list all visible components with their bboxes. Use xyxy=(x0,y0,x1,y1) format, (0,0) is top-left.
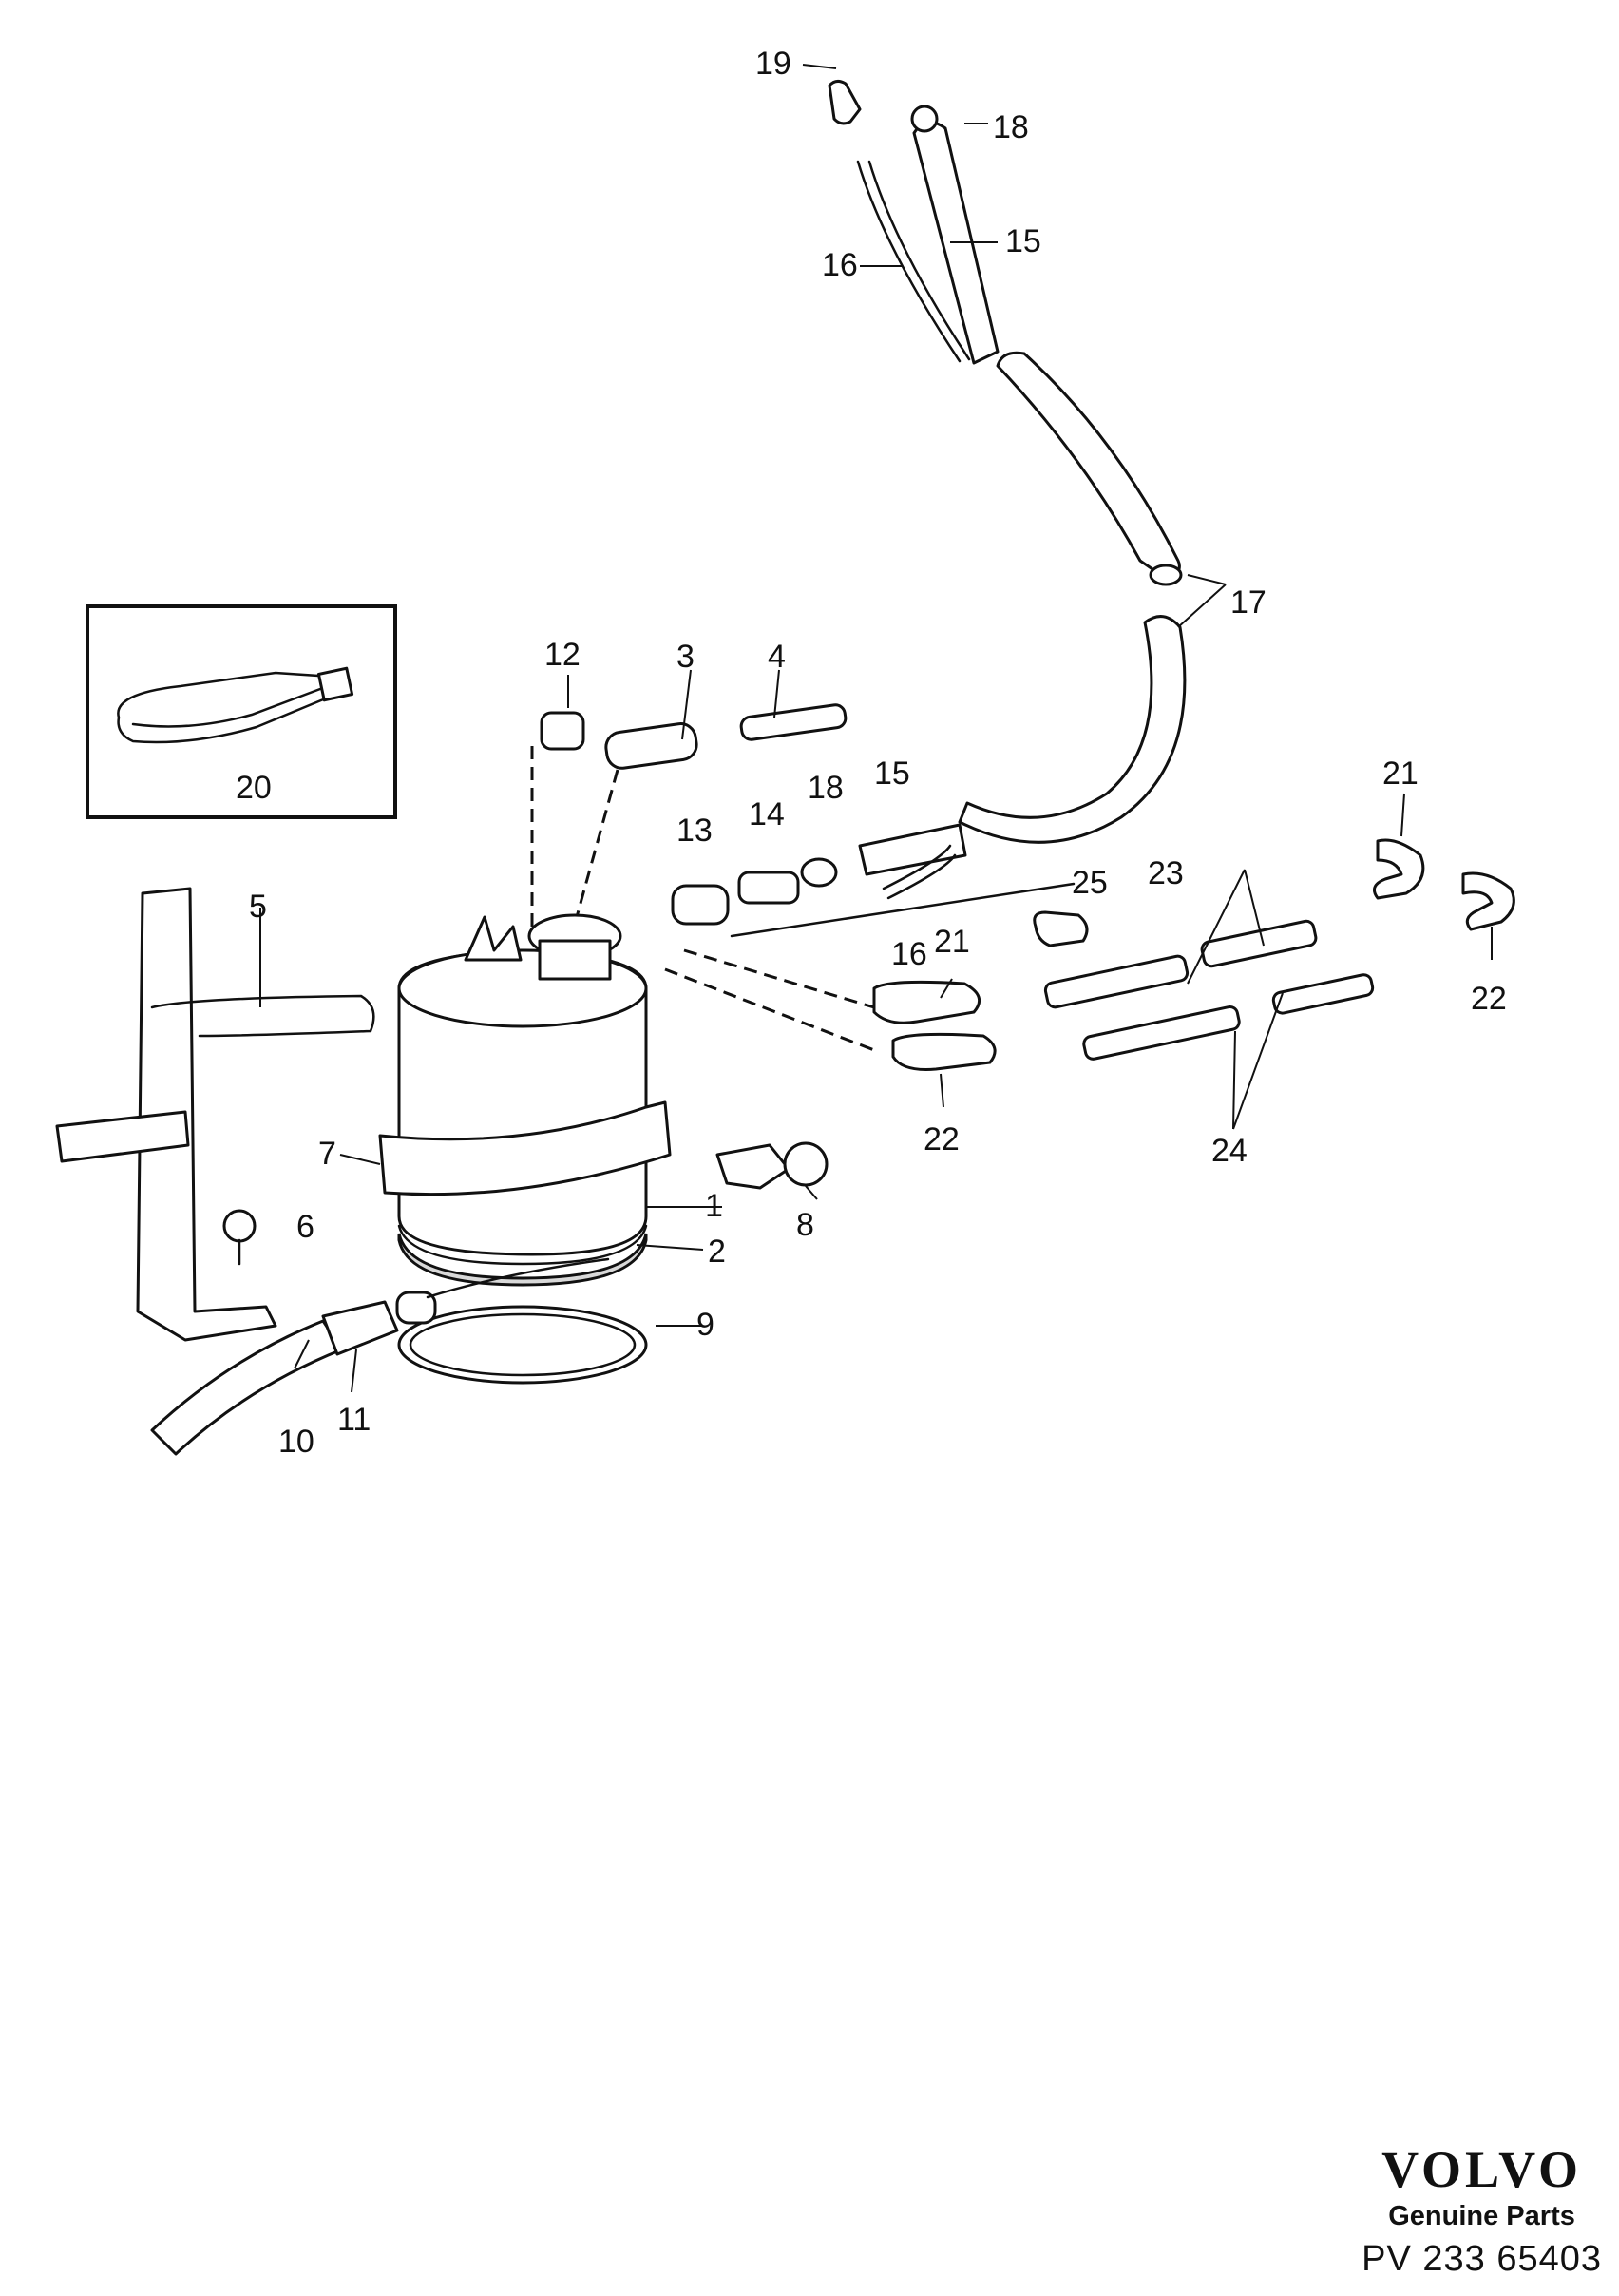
callout-9: 9 xyxy=(696,1307,714,1343)
vent-hoses-upper xyxy=(828,79,1187,844)
callout-19: 19 xyxy=(755,46,791,82)
callout-16-upper: 16 xyxy=(822,247,858,283)
callout-8: 8 xyxy=(796,1207,814,1243)
bracket-and-clamps xyxy=(55,887,829,1342)
callout-13: 13 xyxy=(676,813,713,849)
callout-12: 12 xyxy=(544,637,581,673)
callout-23: 23 xyxy=(1148,855,1184,891)
callout-7: 7 xyxy=(318,1136,336,1172)
plate-number: PV 233 65403 xyxy=(1362,2239,1602,2279)
callout-18-lower: 18 xyxy=(808,770,844,806)
callout-3: 3 xyxy=(676,639,695,675)
callout-15-upper: 15 xyxy=(1005,223,1041,259)
callout-18-upper: 18 xyxy=(993,109,1029,145)
callout-21-left: 21 xyxy=(934,924,970,960)
callout-5: 5 xyxy=(249,889,267,925)
callout-22-left: 22 xyxy=(924,1121,960,1158)
tube-parts-3-4-12 xyxy=(530,703,848,942)
volvo-logo: VOLVO xyxy=(1381,2141,1582,2198)
callout-20: 20 xyxy=(236,770,272,806)
callout-24: 24 xyxy=(1211,1133,1248,1169)
callout-4: 4 xyxy=(768,639,786,675)
callout-16-lower: 16 xyxy=(891,936,927,972)
inset-strap-detail xyxy=(86,604,397,819)
callout-1: 1 xyxy=(705,1188,723,1224)
callout-11: 11 xyxy=(337,1402,371,1438)
callout-17: 17 xyxy=(1230,584,1267,621)
vent-hoses-right xyxy=(664,838,1515,1071)
callout-numbers: 19 18 15 16 17 12 3 4 20 13 14 18 15 16 … xyxy=(236,46,1507,1460)
lower-hose-and-clamp xyxy=(150,1257,648,1456)
callout-15-lower: 15 xyxy=(874,756,910,792)
callout-22-right: 22 xyxy=(1471,981,1507,1017)
callout-14: 14 xyxy=(749,796,785,832)
callout-10: 10 xyxy=(278,1424,314,1460)
callout-21-right: 21 xyxy=(1382,756,1419,792)
charcoal-canister xyxy=(397,913,648,1287)
callout-2: 2 xyxy=(708,1234,726,1270)
callout-25: 25 xyxy=(1072,865,1108,901)
brand-footer: VOLVO Genuine Parts PV 233 65403 xyxy=(1362,2142,1602,2283)
fittings-13-14-18 xyxy=(671,823,967,926)
genuine-parts-tagline: Genuine Parts xyxy=(1388,2201,1575,2231)
leader-lines xyxy=(259,64,1493,1393)
callout-6: 6 xyxy=(296,1209,314,1245)
